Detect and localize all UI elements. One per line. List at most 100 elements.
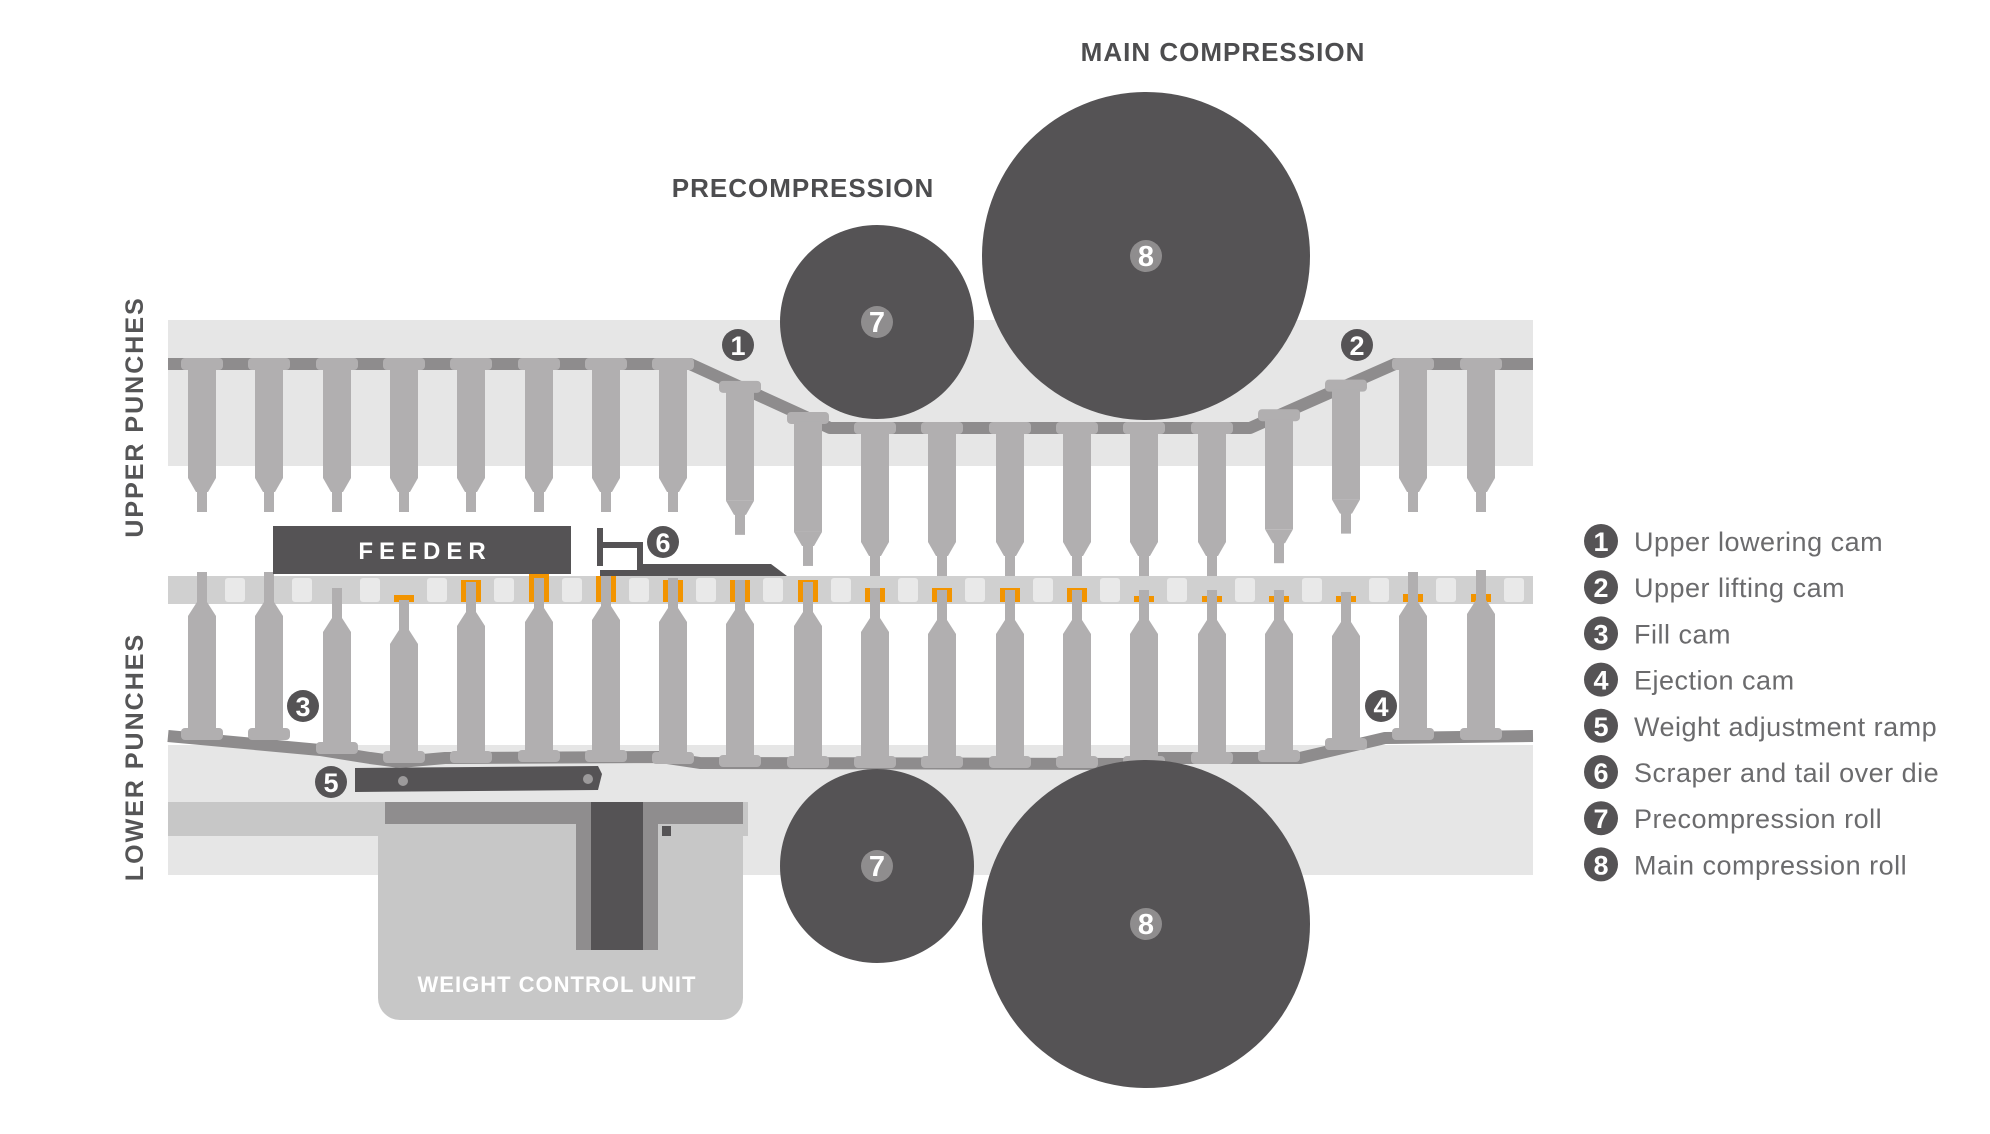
lower-punch (1460, 570, 1502, 740)
lower-punch (248, 572, 290, 740)
legend-label: Precompression roll (1634, 804, 1882, 834)
lower-punch (854, 588, 896, 768)
upper-punch (316, 358, 358, 512)
lower-punch (1191, 590, 1233, 764)
lower-punch (181, 572, 223, 740)
upper-punch (719, 380, 761, 535)
legend-badge (1584, 847, 1618, 882)
upper-punch (1056, 422, 1098, 576)
legend-badge (1584, 708, 1618, 743)
legend-item: 7 Precompression roll (1584, 801, 1882, 836)
lower-punch (787, 582, 829, 768)
weight-adjustment-ramp (355, 766, 602, 792)
legend-number: 3 (1593, 619, 1608, 649)
die-gap (831, 578, 851, 602)
roll-number: 7 (869, 851, 885, 883)
die-gap (1302, 578, 1322, 602)
upper-punch (652, 358, 694, 512)
upper-punch (1392, 358, 1434, 512)
die-gap (1504, 578, 1524, 602)
weight-control-unit-label: WEIGHT CONTROL UNIT (418, 972, 697, 997)
powder-fill (394, 595, 414, 602)
precompression-heading: PRECOMPRESSION (672, 173, 935, 203)
upper-punch (921, 422, 963, 576)
legend-number: 5 (1593, 712, 1608, 742)
upper-punch (383, 358, 425, 512)
callout-number: 1 (730, 331, 745, 361)
legend-label: Weight adjustment ramp (1634, 712, 1937, 742)
die-gap (1100, 578, 1120, 602)
die-gap (1033, 578, 1053, 602)
lower-punch (1056, 590, 1098, 768)
callout-4: 4 (1365, 690, 1397, 722)
callout-number: 6 (655, 528, 670, 558)
die-gap (1167, 578, 1187, 602)
upper-punch (1258, 409, 1300, 564)
callout-6: 6 (647, 526, 679, 558)
callout-number: 5 (323, 768, 338, 798)
lower-punch (518, 578, 560, 762)
lower-punch (450, 582, 492, 763)
die-gap (965, 578, 985, 602)
die-gap (562, 578, 582, 602)
lower-punches-label: LOWER PUNCHES (121, 633, 149, 881)
legend-number: 7 (1593, 804, 1608, 834)
die-gap (696, 578, 716, 602)
callout-1: 1 (722, 329, 754, 361)
legend-badge (1584, 755, 1618, 789)
lower-punch (1123, 590, 1165, 768)
upper-punches-label: UPPER PUNCHES (121, 296, 149, 537)
die-gap (292, 578, 312, 602)
legend-badge (1584, 570, 1618, 605)
callout-5: 5 (315, 766, 347, 798)
callout-3: 3 (287, 690, 319, 722)
callout-2: 2 (1341, 329, 1373, 361)
lower-punch (585, 576, 627, 762)
legend-number: 1 (1593, 527, 1608, 557)
legend-item: 5 Weight adjustment ramp (1584, 708, 1937, 743)
legend-badge (1584, 801, 1618, 836)
callout-number: 2 (1349, 331, 1364, 361)
upper-punch (989, 422, 1031, 576)
main-compression-heading: MAIN COMPRESSION (1081, 37, 1366, 67)
upper-punch (1191, 422, 1233, 576)
callout-number: 4 (1373, 692, 1388, 722)
scraper (597, 528, 787, 576)
weight-control-unit: WEIGHT CONTROL UNIT (168, 802, 748, 1020)
die-gap (1235, 578, 1255, 602)
upper-punch (1325, 379, 1367, 534)
main-compression-roll-lower: 8 (982, 760, 1310, 1088)
feeder-label: FEEDER (358, 538, 491, 565)
upper-punch (854, 422, 896, 576)
legend-number: 4 (1593, 666, 1608, 696)
die-gap (629, 578, 649, 602)
legend-label: Upper lifting cam (1634, 573, 1845, 603)
upper-punch (450, 358, 492, 512)
lower-punch (316, 588, 358, 754)
upper-punch (1123, 422, 1165, 576)
upper-punch (1460, 358, 1502, 512)
die-gap (360, 578, 380, 602)
roll-number: 8 (1138, 909, 1154, 941)
legend-badge (1584, 616, 1618, 651)
die-gap (1436, 578, 1456, 602)
precompression-roll-lower: 7 (780, 769, 974, 963)
die-table (168, 572, 1533, 604)
lower-punch (989, 590, 1031, 768)
die-gap (427, 578, 447, 602)
roll-number: 8 (1138, 241, 1154, 273)
legend-number: 6 (1593, 758, 1608, 788)
legend-item: 6 Scraper and tail over die (1584, 755, 1939, 789)
lower-punch (921, 590, 963, 768)
feeder: FEEDER (273, 526, 571, 574)
lower-punches (181, 570, 1502, 768)
lower-punch (652, 578, 694, 764)
legend-label: Scraper and tail over die (1634, 758, 1939, 788)
die-gap (898, 578, 918, 602)
upper-punch (787, 411, 829, 566)
